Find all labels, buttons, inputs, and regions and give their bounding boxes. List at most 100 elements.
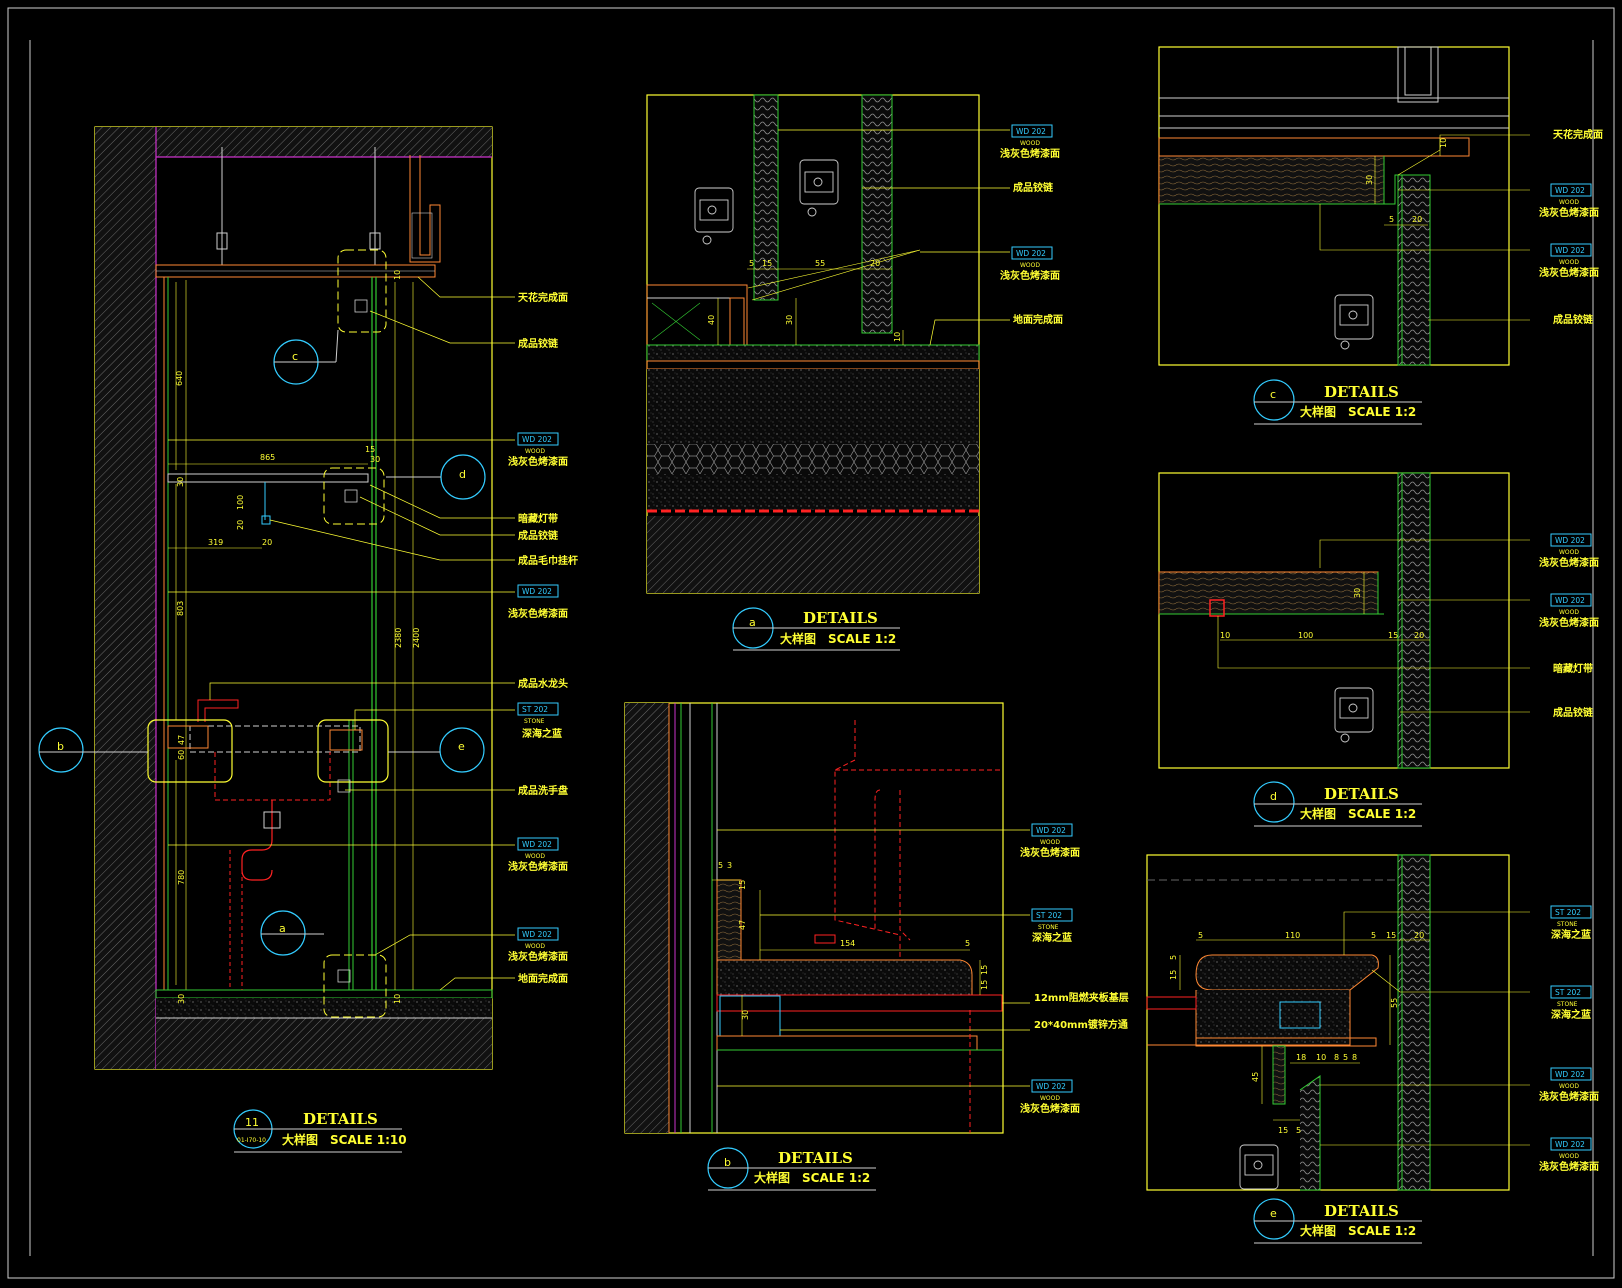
main-callout-code-2: WD 202 [522, 587, 552, 596]
detail-b-callout-plywood: 12mm阻燃夹板基层 [1034, 991, 1129, 1004]
detail-d-dim-10: 10 [1220, 631, 1230, 640]
detail-a-dim-40: 40 [707, 315, 716, 325]
detail-c-marker: c [1270, 388, 1276, 401]
detail-c-callout-finish-2: 浅灰色烤漆面 [1539, 266, 1599, 279]
detail-b: 5 3 15 47 154 5 15 15 30 WD 202 WOOD 浅灰色… [624, 702, 1129, 1191]
detail-e-material-1: STONE [1557, 921, 1578, 928]
main-callout-basin: 成品洗手盘 [518, 784, 568, 797]
detail-d-callout-finish-1: 浅灰色烤漆面 [1539, 556, 1599, 569]
main-detail: 640 865 15 30 30 100 20 319 20 803 2380 … [38, 126, 515, 1153]
main-callout-faucet: 成品水龙头 [518, 677, 568, 690]
detail-c-code-2: WD 202 [1555, 246, 1585, 255]
detail-e-material-2: STONE [1557, 1001, 1578, 1008]
dim-47: 47 [177, 735, 186, 745]
detail-d-dim-30: 30 [1353, 588, 1362, 598]
detail-e-dim-55: 55 [1390, 998, 1399, 1008]
detail-a-marker: a [749, 616, 756, 629]
dim-10a: 10 [393, 270, 402, 280]
dim-2400: 2400 [412, 628, 421, 648]
main-detail-title: DETAILS [303, 1110, 378, 1128]
detail-b-title: DETAILS [778, 1149, 853, 1167]
dim-15: 15 [365, 445, 375, 454]
marker-e[interactable]: e [388, 727, 485, 773]
marker-b-label: b [57, 740, 64, 753]
detail-c-material-1: WOOD [1559, 199, 1579, 206]
detail-a-callout-hinge: 成品铰链 [1013, 181, 1054, 194]
main-callout-ceiling: 天花完成面 [518, 291, 568, 304]
detail-b-callout-stone: 深海之蓝 [1032, 931, 1072, 944]
detail-c-title-block: c DETAILS 大样图 SCALE 1:2 [1253, 379, 1422, 425]
detail-a-callout-finish-1: 浅灰色烤漆面 [1000, 147, 1060, 160]
detail-e-dim-8a: 8 [1334, 1053, 1339, 1062]
detail-d-dim-100: 100 [1298, 631, 1313, 640]
detail-d-callout-hinge: 成品铰链 [1553, 706, 1594, 719]
main-callout-material-5: WOOD [525, 943, 545, 950]
dim-100: 100 [236, 495, 245, 510]
detail-b-title-block: b DETAILS 大样图 SCALE 1:2 [707, 1147, 876, 1191]
callout-box-e [317, 719, 389, 783]
dim-30b: 30 [176, 477, 185, 487]
detail-a-dim-55: 55 [815, 259, 825, 268]
detail-e-dim-20: 20 [1414, 931, 1424, 940]
detail-e-dim-5a: 5 [1198, 931, 1203, 940]
main-callout-stone: 深海之蓝 [522, 727, 562, 740]
dim-865: 865 [260, 453, 275, 462]
main-callout-towel-bar: 成品毛巾挂杆 [518, 554, 578, 567]
detail-d-frame [1158, 472, 1510, 769]
detail-a-callout-floor: 地面完成面 [1013, 313, 1063, 326]
detail-a-material-2: WOOD [1020, 262, 1040, 269]
detail-e-dim-45: 45 [1251, 1072, 1260, 1082]
detail-c: 10 30 5 20 天花完成面 WD 202 WOOD 浅灰色烤漆面 WD 2… [1158, 46, 1603, 425]
detail-b-dim-15a: 15 [738, 880, 747, 890]
detail-e-callout-finish-2: 浅灰色烤漆面 [1539, 1160, 1599, 1173]
detail-c-scale: SCALE 1:2 [1348, 405, 1416, 419]
detail-a-dim-15: 15 [762, 259, 772, 268]
detail-e-callout-finish-1: 浅灰色烤漆面 [1539, 1090, 1599, 1103]
marker-c[interactable]: c [273, 329, 339, 385]
detail-c-frame [1158, 46, 1510, 366]
detail-e-dim-110: 110 [1285, 931, 1300, 940]
main-callout-finish-4: 浅灰色烤漆面 [508, 860, 568, 873]
detail-d-code-2: WD 202 [1555, 596, 1585, 605]
main-callout-floor: 地面完成面 [518, 972, 568, 985]
detail-b-code-3: WD 202 [1036, 1082, 1066, 1091]
detail-b-code-2: ST 202 [1036, 911, 1062, 920]
sheet-border [7, 7, 1615, 1279]
marker-c-label: c [292, 350, 298, 363]
detail-e-dim-5d: 5 [1343, 1053, 1348, 1062]
dim-30a: 30 [370, 455, 380, 464]
detail-b-marker: b [724, 1156, 731, 1169]
detail-e: 5 110 5 15 20 15 5 55 18 10 8 5 8 45 15 … [1146, 854, 1599, 1244]
main-callout-material-1: WOOD [525, 448, 545, 455]
detail-c-cn-title: 大样图 [1300, 404, 1336, 419]
dim-20b: 20 [262, 538, 272, 547]
detail-e-frame [1146, 854, 1510, 1191]
detail-a-title-block: a DETAILS 大样图 SCALE 1:2 [732, 607, 900, 651]
detail-a-dim-10: 10 [893, 332, 902, 342]
dim-803: 803 [176, 601, 185, 616]
left-wall-hatch [95, 127, 156, 1069]
detail-b-dim-15b: 15 [980, 965, 989, 975]
detail-c-dim-20: 20 [1412, 215, 1422, 224]
ceiling-slab-hatch [156, 127, 492, 157]
main-callout-code-1: WD 202 [522, 435, 552, 444]
dim-30c: 30 [177, 994, 186, 1004]
main-callout-material-3: STONE [524, 718, 545, 725]
detail-b-dim-30: 30 [741, 1010, 750, 1020]
detail-e-dim-8b: 8 [1352, 1053, 1357, 1062]
marker-d[interactable]: d [386, 454, 486, 500]
detail-c-dim-10: 10 [1439, 138, 1448, 148]
dim-780: 780 [177, 870, 186, 885]
marker-d-label: d [459, 468, 466, 481]
detail-d-scale: SCALE 1:2 [1348, 807, 1416, 821]
detail-a-dim-20: 20 [870, 259, 880, 268]
marker-b[interactable]: b [38, 727, 148, 773]
detail-d-cn-title: 大样图 [1300, 806, 1336, 821]
detail-d-title-block: d DETAILS 大样图 SCALE 1:2 [1253, 781, 1422, 827]
main-callout-hinge-2: 成品铰链 [518, 529, 559, 542]
detail-e-marker: e [1270, 1207, 1277, 1220]
detail-e-scale: SCALE 1:2 [1348, 1224, 1416, 1238]
marker-a[interactable]: a [260, 910, 324, 956]
detail-a-code-2: WD 202 [1016, 249, 1046, 258]
detail-e-dim-15b: 15 [1169, 970, 1178, 980]
